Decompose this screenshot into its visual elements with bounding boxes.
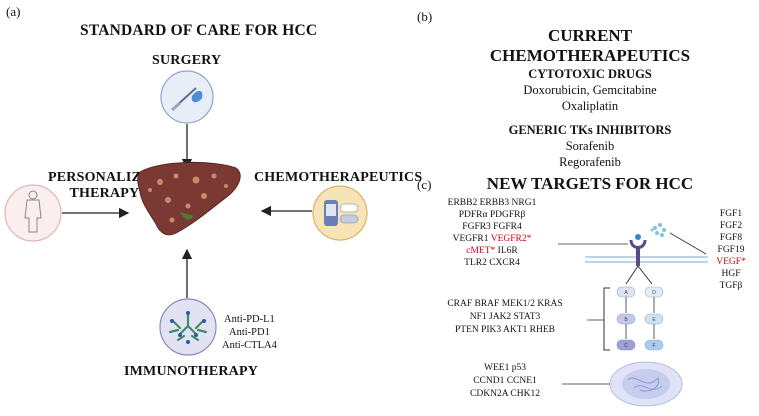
panel-c-title: NEW TARGETS FOR HCC bbox=[486, 174, 694, 193]
kinase-line: PTEN PIK3 AKT1 RHEB bbox=[454, 325, 556, 335]
pathway-node-label: F bbox=[652, 343, 655, 349]
ligand-highlight: VEGF* bbox=[716, 257, 746, 267]
signal-arrow bbox=[625, 265, 639, 285]
tk-inhibitors-drugs: Sorafenib Regorafenib bbox=[480, 138, 700, 170]
pathway-arrows bbox=[625, 297, 655, 339]
ligand: FGF1 bbox=[719, 209, 743, 219]
scalpel-icon bbox=[160, 70, 214, 124]
receptor-line: TLR2 CXCR4 bbox=[464, 258, 520, 268]
ligand: FGF8 bbox=[719, 233, 743, 243]
receptor-icon bbox=[629, 234, 647, 266]
signal-arrow bbox=[637, 265, 653, 285]
pathway-diagram: A B C D E F bbox=[616, 286, 664, 351]
panel-a-label: (a) bbox=[6, 4, 21, 19]
immunotherapy-label: IMMUNOTHERAPY bbox=[124, 364, 259, 379]
ligand-leader-line bbox=[669, 232, 707, 255]
pathway-node-f bbox=[644, 339, 664, 351]
ligand: TGFβ bbox=[719, 281, 743, 291]
pathway-node-c bbox=[616, 339, 636, 351]
ligand: FGF19 bbox=[717, 245, 745, 255]
nuclear-line: WEE1 p53 bbox=[484, 363, 526, 373]
panel-b-label: (b) bbox=[417, 9, 433, 24]
personalized-therapy-label: PERSONALIZED THERAPY bbox=[48, 170, 161, 202]
receptor-highlight: cMET* bbox=[466, 246, 496, 256]
panel-b-title-line: CHEMOTHERAPEUTICS bbox=[489, 46, 691, 65]
nuclear-list: WEE1 p53 CCND1 CCNE1 CDKN2A CHK12 bbox=[450, 362, 560, 401]
cytotoxic-drug: Doxorubicin, Gemcitabine bbox=[523, 83, 657, 97]
kinase-bracket bbox=[603, 287, 610, 351]
personalized-line-1: PERSONALIZED bbox=[48, 170, 161, 185]
nuclear-line: CCND1 CCNE1 bbox=[473, 376, 537, 386]
receptor-line: VEGFR1 VEGFR2* bbox=[432, 233, 552, 245]
tk-drug: Regorafenib bbox=[559, 155, 621, 169]
cytotoxic-heading: CYTOTOXIC DRUGS bbox=[528, 67, 652, 81]
kinase-list: CRAF BRAF MEK1/2 KRAS NF1 JAK2 STAT3 PTE… bbox=[425, 298, 585, 337]
receptor-line: ERBB2 ERBB3 NRG1 bbox=[447, 198, 537, 208]
panel-a-title: STANDARD OF CARE FOR HCC bbox=[80, 22, 318, 39]
nucleus-icon bbox=[609, 361, 683, 407]
receptor-line: cMET* IL6R bbox=[432, 245, 552, 257]
nuclear-line: CDKN2A CHK12 bbox=[470, 389, 540, 399]
ligand: HGF bbox=[721, 269, 741, 279]
receptor-text: VEGFR1 bbox=[452, 234, 491, 244]
pathway-node-label: A bbox=[624, 290, 628, 296]
cytotoxic-drugs: Doxorubicin, Gemcitabine Oxaliplatin bbox=[480, 82, 700, 114]
kinase-line: CRAF BRAF MEK1/2 KRAS bbox=[447, 299, 563, 309]
ligand-dots-icon bbox=[650, 223, 666, 237]
ligand: FGF2 bbox=[719, 221, 743, 231]
panel-c-label: (c) bbox=[417, 177, 432, 192]
receptor-line: PDFRα PDGFRβ bbox=[458, 210, 526, 220]
antibody-icon bbox=[159, 298, 217, 356]
pathway-node-label: E bbox=[652, 317, 656, 323]
pathway-node-label: D bbox=[652, 290, 656, 296]
personalized-line-2: THERAPY bbox=[69, 186, 140, 201]
panel-b-title-line: CURRENT bbox=[547, 26, 633, 45]
receptor-line: FGFR3 FGFR4 bbox=[462, 222, 522, 232]
chemotherapeutics-label: CHEMOTHERAPEUTICS bbox=[254, 170, 423, 185]
pills-icon bbox=[312, 185, 368, 241]
cytotoxic-drug: Oxaliplatin bbox=[561, 99, 619, 113]
kinase-line: NF1 JAK2 STAT3 bbox=[469, 312, 541, 322]
immuno-drug: Anti-PD1 bbox=[228, 327, 270, 338]
tk-drug: Sorafenib bbox=[565, 139, 615, 153]
surgery-label: SURGERY bbox=[152, 53, 222, 68]
receptor-list: ERBB2 ERBB3 NRG1 PDFRα PDGFRβ FGFR3 FGFR… bbox=[432, 197, 552, 269]
ligand-list: FGF1 FGF2 FGF8 FGF19 VEGF* HGF TGFβ bbox=[708, 208, 754, 292]
human-figure-icon bbox=[4, 184, 62, 242]
immuno-drug: Anti-PD-L1 bbox=[224, 314, 275, 325]
tk-inhibitors-heading: GENERIC TKs INHIBITORS bbox=[508, 123, 672, 137]
receptor-text: IL6R bbox=[495, 246, 518, 256]
pathway-node-label: C bbox=[624, 343, 628, 349]
pathway-node-label: B bbox=[624, 317, 628, 323]
liver-icon bbox=[137, 161, 241, 236]
panel-b-title: CURRENT CHEMOTHERAPEUTICS bbox=[480, 26, 700, 66]
receptor-highlight: VEGFR2* bbox=[490, 234, 532, 244]
immuno-drug: Anti-CTLA4 bbox=[222, 340, 277, 351]
immuno-drug-list: Anti-PD-L1 Anti-PD1 Anti-CTLA4 bbox=[222, 313, 277, 352]
cell-membrane bbox=[585, 256, 708, 263]
